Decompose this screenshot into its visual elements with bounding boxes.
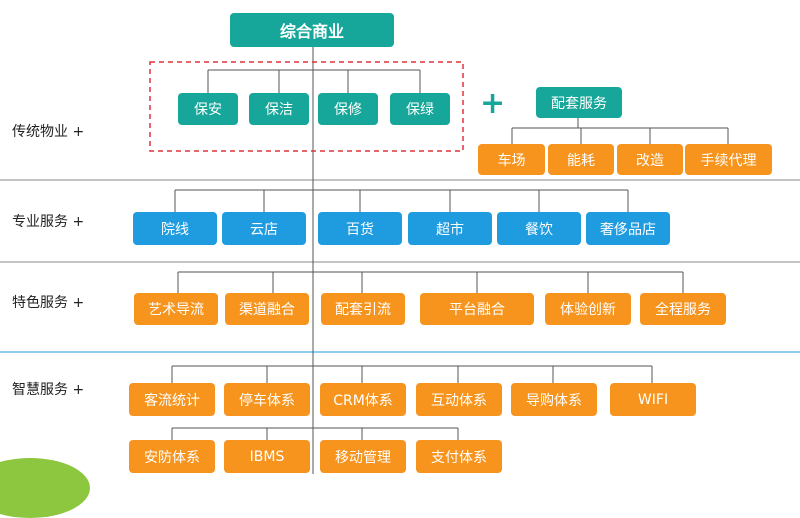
node-smart: 移动管理 — [320, 440, 406, 473]
node-special: 平台融合 — [420, 293, 534, 325]
node-special: 体验创新 — [545, 293, 631, 325]
node-traditional: 保洁 — [249, 93, 309, 125]
node-smart: 安防体系 — [129, 440, 215, 473]
node-professional: 餐饮 — [497, 212, 581, 245]
category-professional: 专业服务 + — [12, 214, 85, 230]
node-professional: 云店 — [222, 212, 306, 245]
node-support: 车场 — [478, 144, 545, 175]
node-smart: WIFI — [610, 383, 696, 416]
node-special: 配套引流 — [321, 293, 405, 325]
node-smart: 互动体系 — [416, 383, 502, 416]
node-support: 改造 — [617, 144, 683, 175]
category-smart: 智慧服务 + — [12, 382, 85, 398]
connector-lines — [0, 46, 800, 474]
root-node: 综合商业 — [230, 13, 394, 47]
node-professional: 百货 — [318, 212, 402, 245]
node-smart: 客流统计 — [129, 383, 215, 416]
node-smart: 支付体系 — [416, 440, 502, 473]
node-special: 艺术导流 — [134, 293, 218, 325]
node-special: 渠道融合 — [225, 293, 309, 325]
node-traditional: 保绿 — [390, 93, 450, 125]
node-smart: 导购体系 — [511, 383, 597, 416]
node-professional: 超市 — [408, 212, 492, 245]
category-traditional: 传统物业 + — [12, 124, 85, 140]
node-professional: 奢侈品店 — [586, 212, 670, 245]
node-smart: IBMS — [224, 440, 310, 473]
node-support: 手续代理 — [685, 144, 772, 175]
plus-sign: + — [480, 86, 506, 121]
node-traditional: 保安 — [178, 93, 238, 125]
node-smart: CRM体系 — [320, 383, 406, 416]
node-professional: 院线 — [133, 212, 217, 245]
node-support-title: 配套服务 — [536, 87, 622, 118]
node-support: 能耗 — [548, 144, 614, 175]
node-special: 全程服务 — [640, 293, 726, 325]
node-traditional: 保修 — [318, 93, 378, 125]
node-smart: 停车体系 — [224, 383, 310, 416]
category-special: 特色服务 + — [12, 295, 85, 311]
